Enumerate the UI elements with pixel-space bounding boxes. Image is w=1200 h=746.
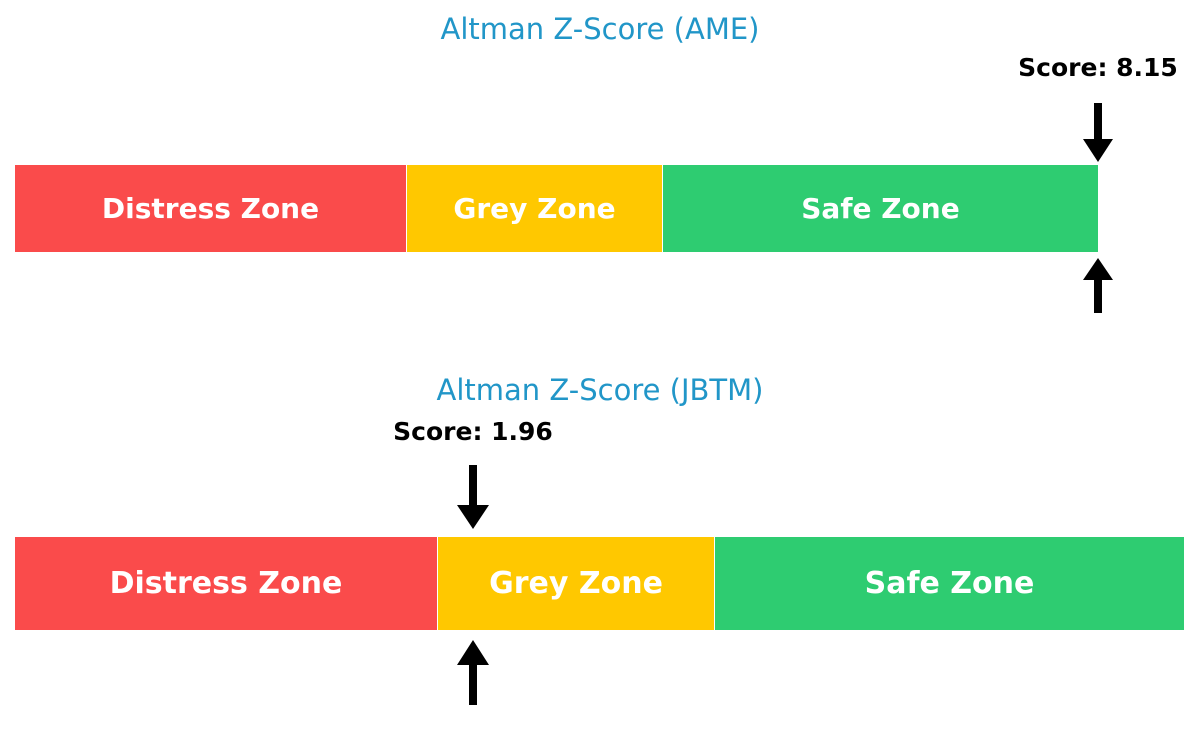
zone-grey-jbtm: Grey Zone	[438, 537, 714, 630]
zone-grey-label-ame: Grey Zone	[453, 191, 616, 225]
zone-bar-ame: Distress Zone Grey Zone Safe Zone	[15, 165, 1098, 252]
zone-distress-label-jbtm: Distress Zone	[109, 565, 343, 601]
score-marker-arrow-up-icon	[1081, 258, 1115, 313]
chart-title-jbtm: Altman Z-Score (JBTM)	[436, 373, 764, 407]
score-marker-arrow-down-icon	[1081, 103, 1115, 163]
score-marker-arrow-down-icon-jbtm	[455, 465, 491, 530]
zone-safe-label-jbtm: Safe Zone	[864, 565, 1035, 601]
zone-safe-jbtm: Safe Zone	[715, 537, 1184, 630]
zone-safe-ame: Safe Zone	[663, 165, 1098, 252]
score-label-jbtm: Score: 1.96	[393, 417, 553, 446]
chart-title-ame: Altman Z-Score (AME)	[440, 12, 760, 46]
zone-grey-ame: Grey Zone	[407, 165, 662, 252]
score-label-ame: Score: 8.15	[1018, 53, 1178, 82]
zone-safe-label-ame: Safe Zone	[801, 191, 960, 225]
zone-distress-ame: Distress Zone	[15, 165, 406, 252]
zone-grey-label-jbtm: Grey Zone	[489, 565, 663, 601]
score-marker-arrow-up-icon-jbtm	[455, 640, 491, 705]
zone-bar-jbtm: Distress Zone Grey Zone Safe Zone	[15, 537, 1184, 630]
zone-distress-label-ame: Distress Zone	[101, 191, 320, 225]
zone-distress-jbtm: Distress Zone	[15, 537, 437, 630]
